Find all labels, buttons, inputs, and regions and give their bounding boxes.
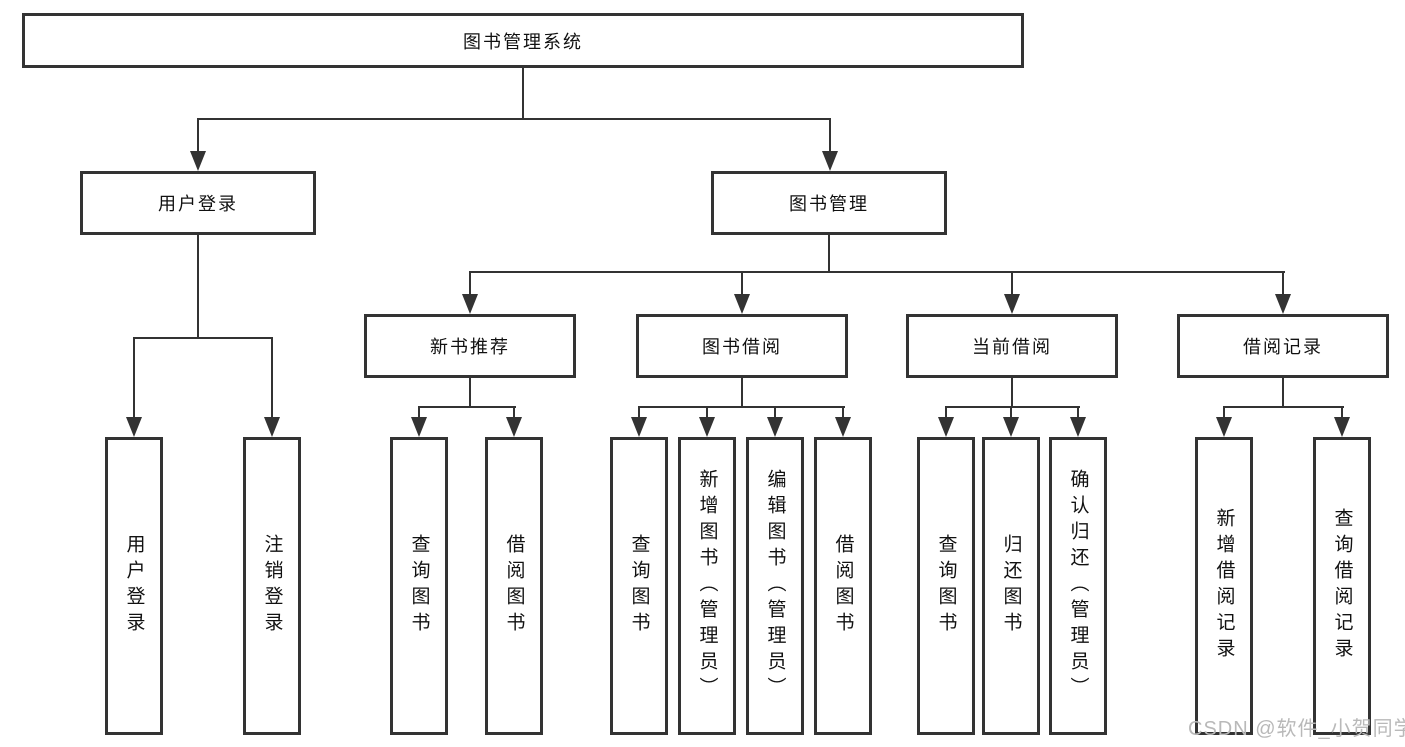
node-book-management-label: 图书管理 (789, 194, 869, 214)
leaf-query-books-current-label: 查询图书 (935, 534, 957, 638)
arrow-down-icon (938, 417, 954, 437)
arrow-down-icon (1216, 417, 1232, 437)
connector-line (1077, 406, 1079, 421)
leaf-borrow-books: 借阅图书 (814, 437, 872, 735)
node-library-system: 图书管理系统 (22, 13, 1024, 68)
connector-line (706, 406, 708, 421)
leaf-query-books-borrowing: 查询图书 (610, 437, 668, 735)
connector-line (1282, 378, 1284, 408)
connector-line (197, 118, 199, 154)
arrow-down-icon (822, 151, 838, 171)
arrow-down-icon (835, 417, 851, 437)
connector-line (469, 378, 471, 408)
arrow-down-icon (264, 417, 280, 437)
connector-line (513, 406, 515, 421)
connector-line (828, 235, 830, 273)
arrow-down-icon (1004, 294, 1020, 314)
leaf-query-borrow-record: 查询借阅记录 (1313, 437, 1371, 735)
leaf-logout: 注销登录 (243, 437, 301, 735)
connector-line (1011, 271, 1013, 298)
leaf-query-borrow-record-label: 查询借阅记录 (1331, 508, 1353, 664)
arrow-down-icon (1003, 417, 1019, 437)
leaf-edit-book-admin: 编辑图书（管理员） (746, 437, 804, 735)
arrow-down-icon (1275, 294, 1291, 314)
connector-line (829, 118, 831, 154)
connector-line (469, 271, 1285, 273)
node-book-management: 图书管理 (711, 171, 947, 235)
arrow-down-icon (699, 417, 715, 437)
node-borrowing-records-label: 借阅记录 (1243, 337, 1323, 357)
connector-line (133, 337, 273, 339)
leaf-confirm-return-admin: 确认归还（管理员） (1049, 437, 1107, 735)
connector-line (1011, 378, 1013, 408)
leaf-add-book-admin-label: 新增图书（管理员） (696, 469, 718, 703)
node-user-login: 用户登录 (80, 171, 316, 235)
leaf-user-login-label: 用户登录 (123, 534, 145, 638)
connector-line (774, 406, 776, 421)
connector-line (638, 406, 640, 421)
arrow-down-icon (506, 417, 522, 437)
connector-line (945, 406, 947, 421)
leaf-add-borrow-record-label: 新增借阅记录 (1213, 508, 1235, 664)
leaf-return-book: 归还图书 (982, 437, 1040, 735)
connector-line (842, 406, 844, 421)
leaf-borrow-books-recommend: 借阅图书 (485, 437, 543, 735)
arrow-down-icon (1334, 417, 1350, 437)
connector-line (1223, 406, 1225, 421)
connector-line (133, 337, 135, 421)
connector-line (638, 406, 845, 408)
leaf-logout-label: 注销登录 (261, 534, 283, 638)
node-new-book-recommend-label: 新书推荐 (430, 337, 510, 357)
connector-line (469, 271, 471, 298)
node-book-borrowing-label: 图书借阅 (702, 337, 782, 357)
leaf-query-books-recommend-label: 查询图书 (408, 534, 430, 638)
arrow-down-icon (1070, 417, 1086, 437)
leaf-confirm-return-admin-label: 确认归还（管理员） (1067, 469, 1089, 703)
connector-line (1282, 271, 1284, 298)
node-current-borrowing: 当前借阅 (906, 314, 1118, 378)
connector-line (1010, 406, 1012, 421)
connector-line (741, 378, 743, 408)
arrow-down-icon (631, 417, 647, 437)
node-book-borrowing: 图书借阅 (636, 314, 848, 378)
connector-line (945, 406, 1080, 408)
leaf-user-login: 用户登录 (105, 437, 163, 735)
connector-line (1223, 406, 1344, 408)
leaf-borrow-books-label: 借阅图书 (832, 534, 854, 638)
node-borrowing-records: 借阅记录 (1177, 314, 1389, 378)
node-current-borrowing-label: 当前借阅 (972, 337, 1052, 357)
leaf-query-books-current: 查询图书 (917, 437, 975, 735)
arrow-down-icon (411, 417, 427, 437)
leaf-query-books-recommend: 查询图书 (390, 437, 448, 735)
connector-line (197, 235, 199, 339)
node-library-system-label: 图书管理系统 (463, 31, 583, 52)
connector-line (197, 118, 831, 120)
node-user-login-label: 用户登录 (158, 194, 238, 214)
arrow-down-icon (190, 151, 206, 171)
connector-line (1341, 406, 1343, 421)
csdn-watermark: CSDN @软件_小贺同学 (1188, 718, 1405, 740)
node-new-book-recommend: 新书推荐 (364, 314, 576, 378)
leaf-add-borrow-record: 新增借阅记录 (1195, 437, 1253, 735)
connector-line (418, 406, 516, 408)
connector-line (271, 337, 273, 421)
arrow-down-icon (462, 294, 478, 314)
connector-line (522, 68, 524, 120)
arrow-down-icon (767, 417, 783, 437)
arrow-down-icon (126, 417, 142, 437)
leaf-edit-book-admin-label: 编辑图书（管理员） (764, 469, 786, 703)
leaf-return-book-label: 归还图书 (1000, 534, 1022, 638)
leaf-query-books-borrowing-label: 查询图书 (628, 534, 650, 638)
connector-line (418, 406, 420, 421)
connector-line (741, 271, 743, 298)
leaf-add-book-admin: 新增图书（管理员） (678, 437, 736, 735)
arrow-down-icon (734, 294, 750, 314)
leaf-borrow-books-recommend-label: 借阅图书 (503, 534, 525, 638)
